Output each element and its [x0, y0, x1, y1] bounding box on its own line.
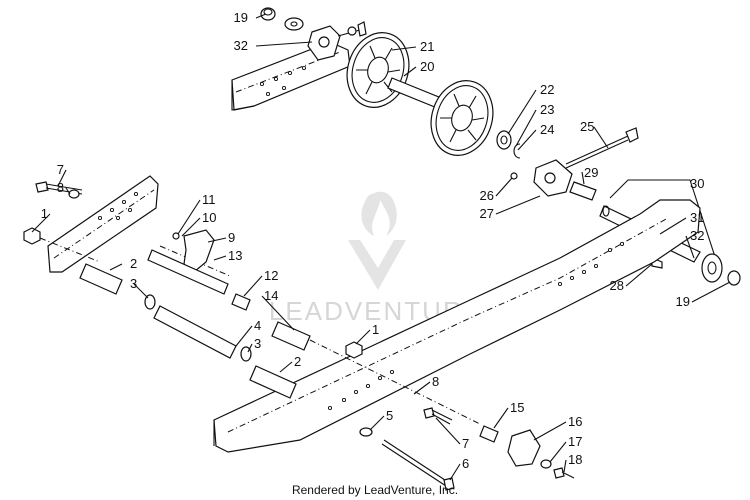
callout-13: 13: [228, 248, 242, 263]
callout-8-top: 8: [57, 180, 64, 195]
callout-4: 4: [254, 318, 261, 333]
callout-18: 18: [568, 452, 582, 467]
callout-1-left: 1: [41, 206, 48, 221]
callout-3-left: 3: [130, 276, 137, 291]
footer-credit: Rendered by LeadVenture, Inc.: [292, 483, 458, 497]
leadventure-watermark: LEADVENTURE: [269, 191, 481, 326]
callout-17: 17: [568, 434, 582, 449]
leader-lines: [31, 13, 731, 481]
callout-32-top: 32: [234, 38, 248, 53]
callout-22: 22: [540, 82, 554, 97]
callout-30: 30: [690, 176, 704, 191]
callout-26: 26: [480, 188, 494, 203]
callout-11: 11: [202, 192, 216, 207]
callout-20: 20: [420, 59, 434, 74]
callout-3-center: 3: [254, 336, 261, 351]
callout-19-right: 19: [676, 294, 690, 309]
callout-21: 21: [420, 39, 434, 54]
left-rail: [47, 175, 159, 273]
callout-12: 12: [264, 268, 278, 283]
callout-25: 25: [580, 119, 594, 134]
idler-wheel-rear: [430, 80, 521, 159]
callout-15: 15: [510, 400, 524, 415]
callout-7-lower: 7: [462, 436, 469, 451]
callout-2-center: 2: [294, 354, 301, 369]
callout-labels: 19 32 21 20 22 23 24 25 26 27 29 30 31 3…: [41, 10, 705, 471]
callout-9: 9: [228, 230, 235, 245]
callout-5: 5: [386, 408, 393, 423]
callout-7-top: 7: [57, 162, 64, 177]
callout-1-center: 1: [372, 322, 379, 337]
callout-24: 24: [540, 122, 554, 137]
callout-28: 28: [610, 278, 624, 293]
callout-8-lower: 8: [432, 374, 439, 389]
callout-6: 6: [462, 456, 469, 471]
callout-23: 23: [540, 102, 554, 117]
idler-wheel-front: [346, 32, 457, 115]
callout-14: 14: [264, 288, 278, 303]
callout-2-left: 2: [130, 256, 137, 271]
callout-31: 31: [690, 210, 704, 225]
callout-19-top: 19: [234, 10, 248, 25]
cross-shafts: [23, 181, 575, 491]
upper-rail-section: [231, 7, 367, 111]
callout-32-right: 32: [690, 228, 704, 243]
main-rail: [213, 199, 701, 453]
callout-16: 16: [568, 414, 582, 429]
callout-10: 10: [202, 210, 216, 225]
callout-29: 29: [584, 165, 598, 180]
callout-27: 27: [480, 206, 494, 221]
